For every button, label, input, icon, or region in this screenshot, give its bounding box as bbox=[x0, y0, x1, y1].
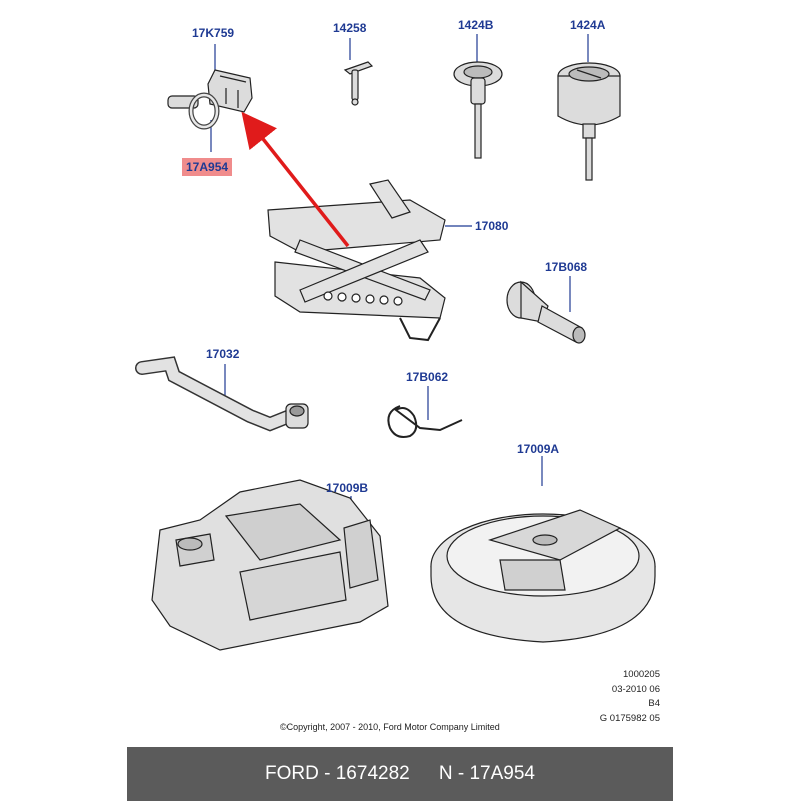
label-17B068: 17B068 bbox=[545, 260, 588, 274]
copyright-notice: ©Copyright, 2007 - 2010, Ford Motor Comp… bbox=[280, 722, 500, 732]
label-17009B: 17009B bbox=[326, 481, 369, 495]
label-17009A: 17009A bbox=[517, 442, 560, 456]
label-17080: 17080 bbox=[475, 219, 509, 233]
label-17032: 17032 bbox=[206, 347, 240, 361]
retainer-b-drawing bbox=[453, 61, 503, 159]
label-1424A: 1424A bbox=[570, 18, 606, 32]
clip-drawing bbox=[343, 61, 374, 106]
wire-clip-drawing bbox=[387, 405, 463, 438]
retainer-a-drawing bbox=[557, 62, 621, 181]
label-14258: 14258 bbox=[333, 21, 367, 35]
meta-line-2: 03-2010 06 bbox=[611, 683, 660, 695]
jack-drawing bbox=[267, 179, 446, 342]
meta-line-3: B4 bbox=[648, 698, 660, 709]
adapter-drawing bbox=[506, 280, 586, 344]
tray-foam-drawing bbox=[151, 479, 389, 651]
meta-line-4: G 0175982 05 bbox=[599, 712, 660, 724]
tray-round-drawing bbox=[430, 509, 656, 643]
footer-bar: FORD - 1674282 N - 17A954 bbox=[127, 747, 673, 801]
footer-part-number: N - 17A954 bbox=[438, 763, 535, 784]
wheel-brace-drawing bbox=[135, 356, 309, 432]
meta-line-1: 1000205 bbox=[623, 669, 660, 680]
label-17A954-highlighted: 17A954 bbox=[182, 158, 233, 176]
label-17B062: 17B062 bbox=[406, 370, 449, 384]
footer-brand-part: FORD - 1674282 bbox=[265, 763, 410, 784]
drawing-metadata: 1000205 03-2010 06 B4 G 0175982 05 bbox=[600, 668, 660, 726]
footer-spacer bbox=[414, 763, 435, 785]
label-17K759: 17K759 bbox=[192, 26, 235, 40]
indicator-arrow bbox=[241, 111, 350, 248]
label-1424B: 1424B bbox=[458, 18, 494, 32]
tow-hook-bracket-drawing bbox=[167, 69, 253, 130]
